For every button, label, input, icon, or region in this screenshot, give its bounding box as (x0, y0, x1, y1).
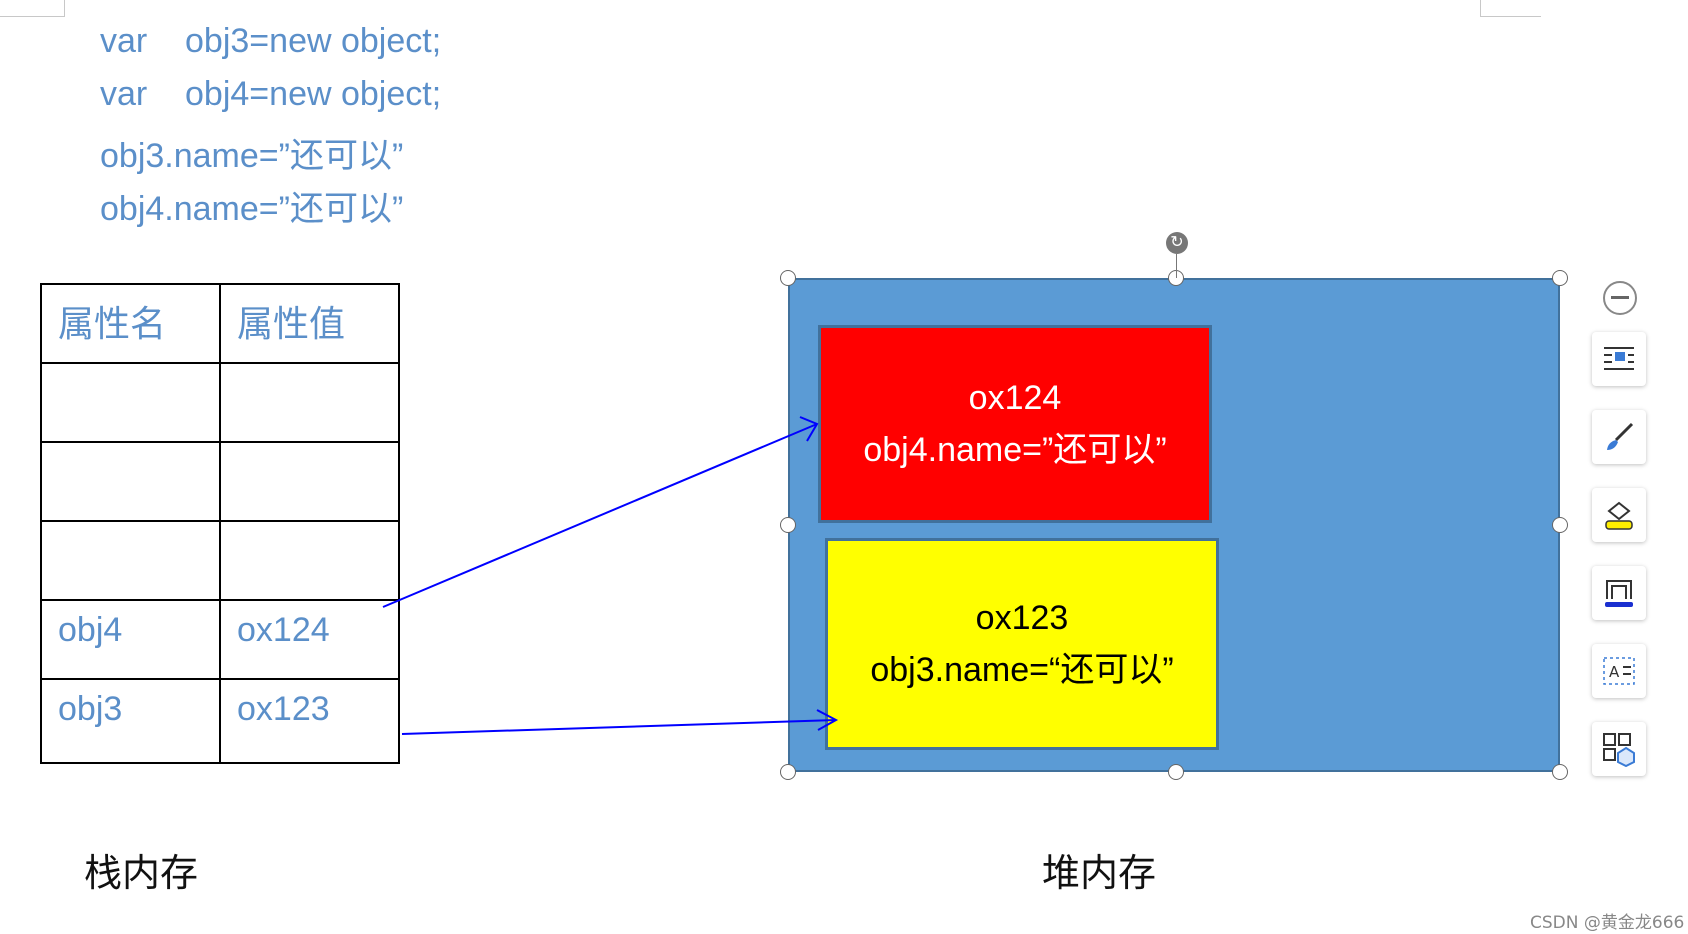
resize-handle-right[interactable] (1552, 517, 1568, 533)
watermark: CSDN @黄金龙666 (1530, 913, 1685, 933)
table-row (40, 441, 400, 522)
fill-color-icon[interactable] (1592, 488, 1646, 542)
arrow-obj3-to-ox123 (401, 709, 839, 735)
collapse-icon[interactable] (1603, 281, 1637, 315)
resize-handle-bottom-right[interactable] (1552, 764, 1568, 780)
header-property-name: 属性名 (40, 283, 221, 364)
resize-handle-top-right[interactable] (1552, 270, 1568, 286)
border-color-icon[interactable] (1592, 566, 1646, 620)
table-cell-obj4-name: obj4 (40, 599, 221, 680)
code-line-4: obj4.name=”还可以” (100, 190, 404, 228)
smart-shape-icon[interactable] (1592, 722, 1646, 776)
table-cell (40, 441, 221, 522)
object-content: obj4.name=”还可以” (863, 431, 1167, 469)
header-property-value: 属性值 (219, 283, 400, 364)
table-cell-obj4-value: ox124 (219, 599, 400, 680)
resize-handle-left[interactable] (780, 517, 796, 533)
stack-memory-caption: 栈内存 (84, 851, 199, 895)
heap-memory-caption: 堆内存 (1042, 851, 1157, 895)
arrow-obj4-to-ox124 (382, 416, 819, 608)
code-line-2: var obj4=new object; (100, 75, 442, 113)
brush-icon[interactable] (1592, 410, 1646, 464)
resize-handle-top-left[interactable] (780, 270, 796, 286)
text-wrap-icon[interactable] (1592, 332, 1646, 386)
table-cell-obj3-name: obj3 (40, 678, 221, 764)
table-row: obj4 ox124 (40, 599, 400, 680)
table-cell (40, 362, 221, 443)
resize-handle-bottom[interactable] (1168, 764, 1184, 780)
table-cell-obj3-value: ox123 (219, 678, 400, 764)
table-row (40, 362, 400, 443)
table-cell (219, 441, 400, 522)
stack-memory-table: 属性名 属性值 obj4 ox124 obj3 ox123 (40, 283, 400, 764)
table-cell (219, 520, 400, 601)
table-cell (219, 362, 400, 443)
code-line-3: obj3.name=”还可以” (100, 137, 404, 175)
heap-object-ox123[interactable]: ox123 obj3.name=“还可以” (825, 538, 1219, 750)
table-cell (40, 520, 221, 601)
resize-handle-bottom-left[interactable] (780, 764, 796, 780)
table-row (40, 520, 400, 601)
table-header-row: 属性名 属性值 (40, 283, 400, 364)
object-content: obj3.name=“还可以” (870, 651, 1174, 689)
object-address: ox124 (968, 379, 1062, 417)
heap-object-ox124[interactable]: ox124 obj4.name=”还可以” (818, 325, 1212, 523)
rotate-icon[interactable]: ↻ (1166, 232, 1188, 254)
svg-text:A: A (1609, 663, 1620, 681)
table-row: obj3 ox123 (40, 678, 400, 764)
textbox-icon[interactable]: A (1592, 644, 1646, 698)
page-corner-mark-right (1480, 0, 1541, 17)
page-corner-mark-left (0, 0, 65, 17)
object-address: ox123 (975, 599, 1069, 637)
code-line-1: var obj3=new object; (100, 22, 442, 60)
rotate-stem (1176, 254, 1177, 278)
